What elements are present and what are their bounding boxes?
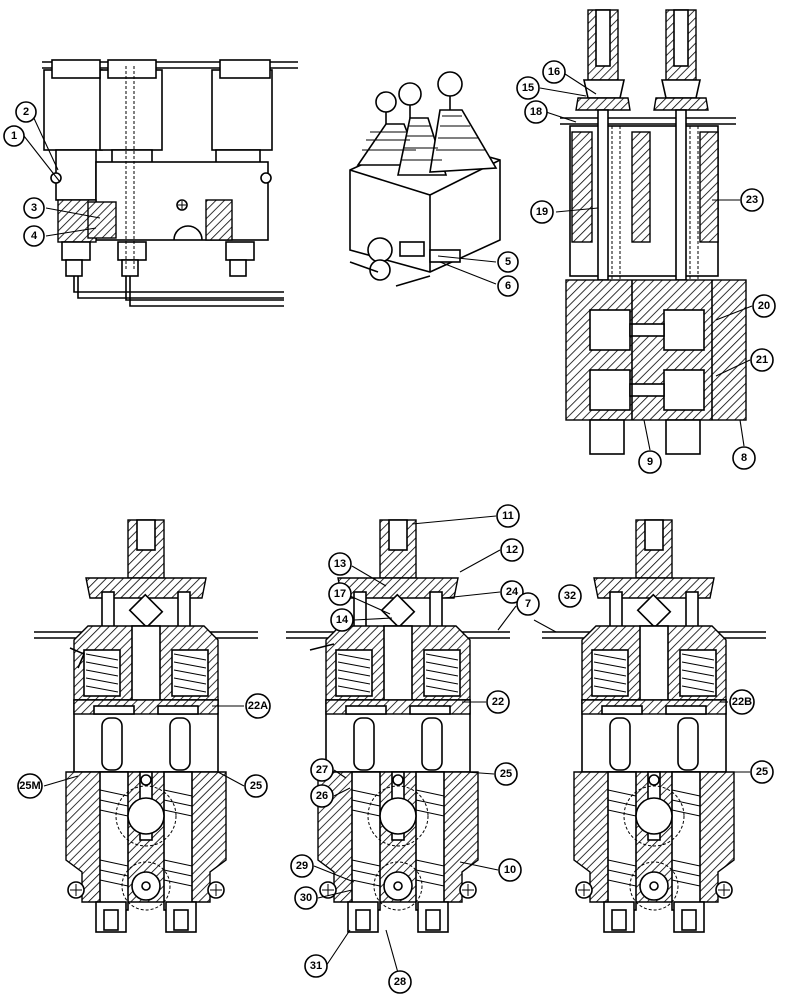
svg-text:27: 27 bbox=[316, 764, 328, 776]
callout-25m: 25M bbox=[17, 773, 43, 799]
callout-19: 19 bbox=[530, 200, 554, 224]
callout-9: 9 bbox=[638, 450, 662, 474]
svg-text:26: 26 bbox=[316, 790, 328, 802]
callout-25-left: 25 bbox=[244, 774, 268, 798]
callout-30: 30 bbox=[294, 886, 318, 910]
svg-text:2: 2 bbox=[23, 106, 29, 118]
callout-28: 28 bbox=[388, 970, 412, 994]
callout-10: 10 bbox=[498, 858, 522, 882]
callout-18: 18 bbox=[524, 100, 548, 124]
section-view-left bbox=[33, 519, 259, 933]
callout-11: 11 bbox=[496, 504, 520, 528]
callout-12: 12 bbox=[500, 538, 524, 562]
callout-3: 3 bbox=[23, 197, 45, 219]
callout-31: 31 bbox=[304, 954, 328, 978]
callout-22a: 22A bbox=[245, 693, 271, 719]
callout-7: 7 bbox=[516, 592, 540, 616]
callout-2: 2 bbox=[15, 101, 37, 123]
callout-21: 21 bbox=[750, 348, 774, 372]
svg-text:20: 20 bbox=[758, 300, 770, 312]
svg-text:28: 28 bbox=[394, 976, 406, 988]
svg-text:12: 12 bbox=[506, 544, 518, 556]
tube-stub-center bbox=[309, 643, 335, 651]
callout-23: 23 bbox=[740, 188, 764, 212]
callout-20: 20 bbox=[752, 294, 776, 318]
svg-text:9: 9 bbox=[647, 456, 653, 468]
svg-text:14: 14 bbox=[336, 614, 349, 626]
svg-text:4: 4 bbox=[31, 230, 38, 242]
svg-text:22: 22 bbox=[492, 696, 504, 708]
svg-text:13: 13 bbox=[334, 558, 346, 570]
svg-text:17: 17 bbox=[334, 588, 346, 600]
joystick-assembly bbox=[349, 71, 501, 287]
callout-13: 13 bbox=[328, 552, 352, 576]
callout-14: 14 bbox=[330, 608, 354, 632]
svg-text:24: 24 bbox=[506, 586, 519, 598]
leader-lines bbox=[23, 71, 753, 981]
svg-text:7: 7 bbox=[525, 598, 531, 610]
callout-22: 22 bbox=[486, 690, 510, 714]
svg-text:3: 3 bbox=[31, 202, 37, 214]
section-view-right bbox=[541, 519, 767, 933]
svg-text:1: 1 bbox=[11, 130, 17, 142]
svg-text:31: 31 bbox=[310, 960, 322, 972]
callout-5: 5 bbox=[497, 251, 519, 273]
svg-text:25: 25 bbox=[250, 780, 262, 792]
callout-8: 8 bbox=[732, 446, 756, 470]
svg-text:32: 32 bbox=[564, 590, 576, 602]
svg-text:11: 11 bbox=[502, 510, 514, 522]
svg-text:22A: 22A bbox=[248, 700, 268, 712]
svg-text:25: 25 bbox=[756, 766, 768, 778]
callout-25-right: 25 bbox=[750, 760, 774, 784]
callout-24: 24 bbox=[500, 580, 524, 604]
section-view-center bbox=[285, 519, 511, 933]
callout-17: 17 bbox=[328, 582, 352, 606]
svg-text:5: 5 bbox=[505, 256, 511, 268]
svg-text:25: 25 bbox=[500, 768, 512, 780]
callout-22b: 22B bbox=[729, 689, 755, 715]
callout-15: 15 bbox=[516, 76, 540, 100]
callout-16: 16 bbox=[542, 60, 566, 84]
svg-text:30: 30 bbox=[300, 892, 312, 904]
svg-text:6: 6 bbox=[505, 280, 511, 292]
svg-text:23: 23 bbox=[746, 194, 758, 206]
callout-1: 1 bbox=[3, 125, 25, 147]
callout-4: 4 bbox=[23, 225, 45, 247]
callout-26: 26 bbox=[310, 784, 334, 808]
svg-text:10: 10 bbox=[504, 864, 516, 876]
svg-text:19: 19 bbox=[536, 206, 548, 218]
svg-text:25M: 25M bbox=[19, 780, 40, 792]
callout-29: 29 bbox=[290, 854, 314, 878]
svg-text:16: 16 bbox=[548, 66, 560, 78]
svg-text:22B: 22B bbox=[732, 696, 752, 708]
cross-section-block bbox=[560, 9, 747, 455]
callout-25-center: 25 bbox=[494, 762, 518, 786]
svg-text:15: 15 bbox=[522, 82, 534, 94]
svg-text:8: 8 bbox=[741, 452, 747, 464]
side-view-assembly bbox=[42, 59, 298, 307]
tube-stub-left bbox=[69, 647, 86, 669]
svg-text:29: 29 bbox=[296, 860, 308, 872]
svg-text:18: 18 bbox=[530, 106, 542, 118]
callout-6: 6 bbox=[497, 275, 519, 297]
svg-text:21: 21 bbox=[756, 354, 768, 366]
callout-27: 27 bbox=[310, 758, 334, 782]
callout-32: 32 bbox=[558, 584, 582, 608]
